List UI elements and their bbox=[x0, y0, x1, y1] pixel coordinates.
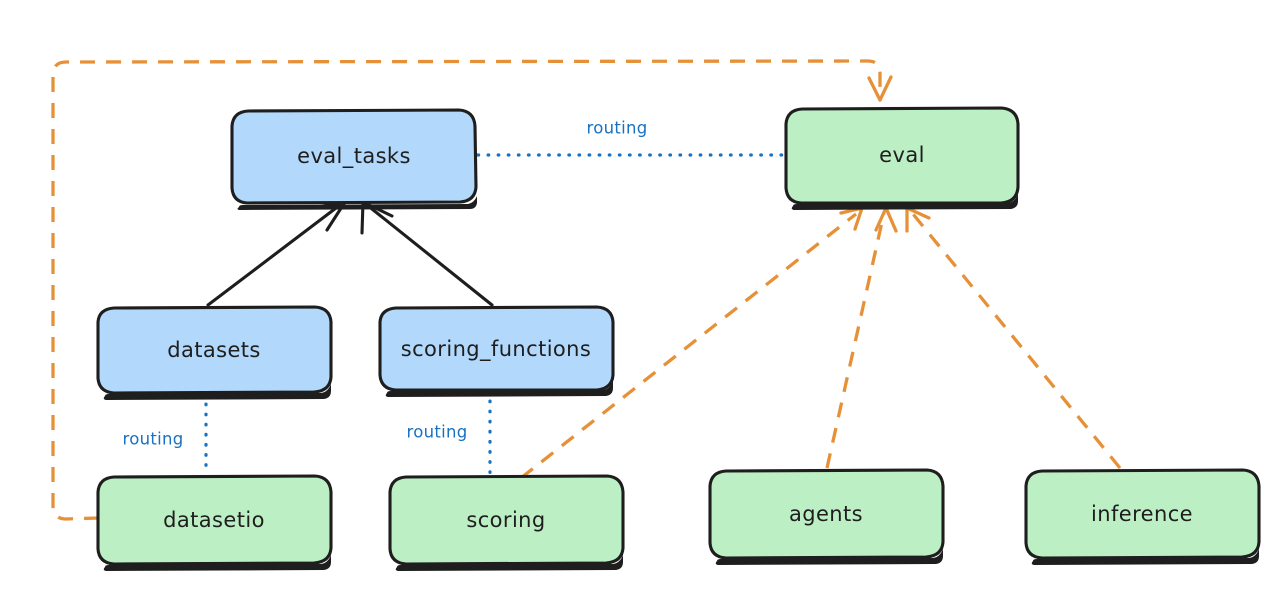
node-label-datasets: datasets bbox=[167, 338, 261, 362]
node-eval-tasks[interactable]: eval_tasks bbox=[230, 108, 478, 210]
node-label-scoring-functions: scoring_functions bbox=[401, 337, 591, 362]
node-scoring[interactable]: scoring bbox=[388, 474, 625, 571]
edge-label-routing-datasets: routing bbox=[122, 430, 183, 449]
node-label-eval: eval bbox=[879, 143, 925, 167]
node-label-datasetio: datasetio bbox=[163, 508, 265, 532]
node-eval[interactable]: eval bbox=[784, 106, 1020, 210]
edge-label-routing-eval-tasks: routing bbox=[586, 119, 647, 138]
edge-scoring-functions-eval-tasks bbox=[360, 200, 494, 307]
edge-inference-eval bbox=[905, 206, 1122, 470]
edge-label-routing-scoring: routing bbox=[406, 423, 467, 442]
node-label-eval-tasks: eval_tasks bbox=[297, 144, 411, 169]
edge-datasets-eval-tasks bbox=[206, 200, 347, 307]
edge-datasetio-eval bbox=[51, 59, 893, 521]
node-label-inference: inference bbox=[1091, 502, 1193, 526]
node-label-agents: agents bbox=[789, 502, 863, 526]
edge-agents-eval bbox=[825, 206, 898, 469]
node-label-scoring: scoring bbox=[466, 508, 545, 532]
node-datasetio[interactable]: datasetio bbox=[96, 474, 333, 571]
node-datasets[interactable]: datasets bbox=[96, 305, 333, 400]
node-agents[interactable]: agents bbox=[708, 468, 945, 565]
node-scoring-functions[interactable]: scoring_functions bbox=[378, 305, 615, 397]
node-inference[interactable]: inference bbox=[1024, 468, 1261, 565]
